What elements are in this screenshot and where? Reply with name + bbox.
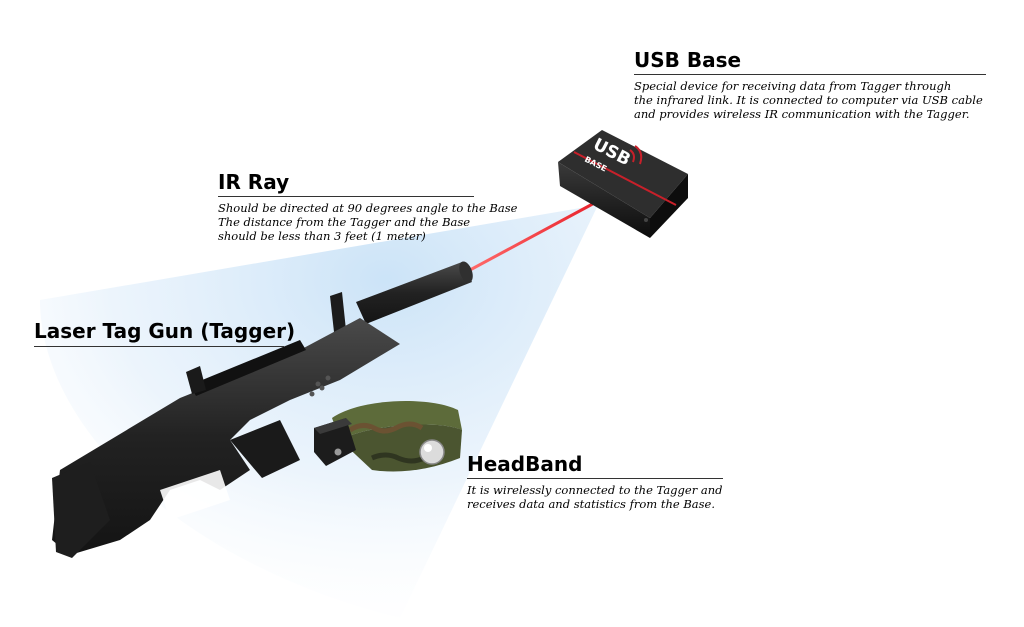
- headband-desc-line: receives data and statistics from the Ba…: [467, 497, 715, 511]
- headband-title: HeadBand: [467, 452, 723, 479]
- usb-base-title: USB Base: [634, 48, 986, 75]
- headband-sensor: [419, 439, 445, 465]
- usb-base-desc-line: and provides wireless IR communication w…: [634, 107, 970, 121]
- ir-ray-description: Should be directed at 90 degrees angle t…: [218, 201, 518, 243]
- ir-coverage-cone: [40, 205, 598, 618]
- ir-beam: [468, 198, 602, 272]
- headband-description: It is wirelessly connected to the Tagger…: [467, 483, 723, 511]
- usb-base-desc-line: Special device for receiving data from T…: [634, 79, 952, 93]
- laser-tag-gun: [52, 261, 473, 558]
- usb-base-desc-line: the infrared link. It is connected to co…: [634, 93, 983, 107]
- headband-callout: HeadBand It is wirelessly connected to t…: [467, 452, 723, 511]
- usb-base-callout: USB Base Special device for receiving da…: [634, 48, 986, 121]
- ir-ray-desc-line: Should be directed at 90 degrees angle t…: [218, 201, 518, 215]
- ir-ray-desc-line: The distance from the Tagger and the Bas…: [218, 215, 471, 229]
- headband: [314, 400, 462, 472]
- tagger-title: Laser Tag Gun (Tagger): [34, 319, 295, 347]
- tagger-callout: Laser Tag Gun (Tagger): [34, 319, 295, 347]
- ir-ray-desc-line: should be less than 3 feet (1 meter): [218, 229, 426, 243]
- headband-desc-line: It is wirelessly connected to the Tagger…: [467, 483, 723, 497]
- ir-ray-callout: IR Ray Should be directed at 90 degrees …: [218, 170, 518, 243]
- usb-base-description: Special device for receiving data from T…: [634, 79, 986, 121]
- ir-ray-title: IR Ray: [218, 170, 474, 197]
